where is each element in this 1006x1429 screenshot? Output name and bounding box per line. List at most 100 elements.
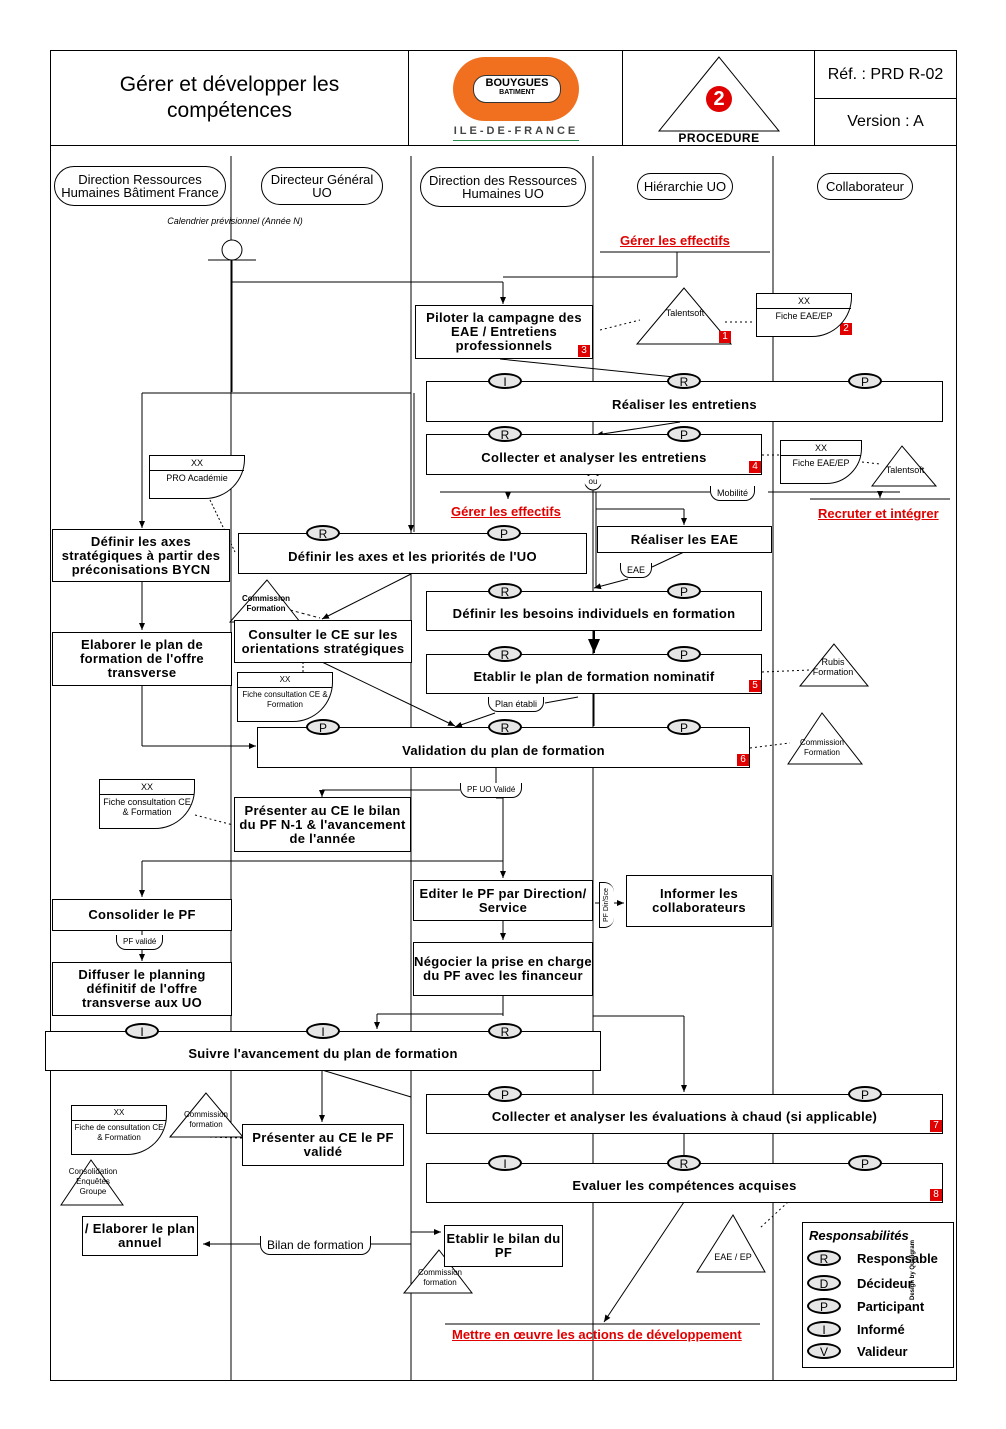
step-piloter-campagne[interactable]: Piloter la campagne des EAE / Entretiens… xyxy=(415,305,593,359)
logo-region: ILE-DE-FRANCE xyxy=(453,125,579,137)
flow-pf-dir-sce: PF Dir/Sce xyxy=(599,882,614,928)
link-gerer-effectifs[interactable]: Gérer les effectifs xyxy=(451,504,561,519)
lane-directeur-general: Directeur Général UO xyxy=(261,167,383,205)
step-definir-besoins[interactable]: Définir les besoins individuels en forma… xyxy=(426,591,762,631)
step-elaborer-annuel[interactable]: / Elaborer le plan annuel xyxy=(82,1216,198,1256)
step-consulter-ce[interactable]: Consulter le CE sur les orientations str… xyxy=(234,620,412,663)
role-pill: P xyxy=(488,1086,522,1102)
start-node xyxy=(221,239,243,261)
step-presenter-bilan[interactable]: Présenter au CE le bilan du PF N-1 & l'a… xyxy=(234,797,411,852)
role-pill: P xyxy=(848,1086,882,1102)
lane-drh-uo: Direction des Ressources Humaines UO xyxy=(420,167,586,207)
step-collecter-entretiens[interactable]: Collecter et analyser les entretiens xyxy=(426,434,762,475)
swimlane-area xyxy=(50,146,957,1381)
role-pill: P xyxy=(487,525,521,541)
step-badge: 4 xyxy=(749,461,761,473)
commission-system-icon xyxy=(787,712,864,765)
procedure-number: 2 xyxy=(713,88,725,110)
role-pill: I xyxy=(488,373,522,389)
role-pill: R xyxy=(667,1155,701,1171)
procedure-title: Gérer et développer les compétences xyxy=(51,51,409,145)
commission-system-icon xyxy=(402,1249,474,1294)
consolidation-system-icon xyxy=(60,1159,124,1206)
role-pill: R xyxy=(667,373,701,389)
start-label: Calendrier prévisionnel (Année N) xyxy=(167,216,303,226)
step-badge: 2 xyxy=(840,323,852,335)
role-pill: P xyxy=(848,1155,882,1171)
eae-ep-system-icon xyxy=(696,1214,766,1273)
legend-title: Responsabilités xyxy=(809,1228,909,1243)
role-pill: I xyxy=(125,1023,159,1039)
lane-drh-france: Direction Ressources Humaines Bâtiment F… xyxy=(54,166,226,206)
step-diffuser[interactable]: Diffuser le planning définitif de l'offr… xyxy=(52,962,232,1016)
role-pill: P xyxy=(667,426,701,442)
step-presenter-pf[interactable]: Présenter au CE le PF validé xyxy=(242,1124,404,1166)
rubis-system-icon xyxy=(798,643,870,687)
step-informer[interactable]: Informer les collaborateurs xyxy=(626,875,772,927)
step-badge: 3 xyxy=(578,345,590,357)
step-etablir-bilan[interactable]: Etablir le bilan du PF xyxy=(444,1225,563,1267)
reference-number: Réf. : PRD R-02 xyxy=(815,51,956,99)
role-pill: R xyxy=(488,646,522,662)
gateway-ou: ou xyxy=(583,476,603,488)
header: Gérer et développer les compétences BOUY… xyxy=(50,50,957,146)
role-pill: R xyxy=(488,1023,522,1039)
system-talentsoft: Talentsoft xyxy=(885,465,925,475)
flow-pf-uo-valide: PF UO Validé xyxy=(460,783,523,798)
step-consolider[interactable]: Consolider le PF xyxy=(52,899,232,931)
link-mettre-en-oeuvre[interactable]: Mettre en œuvre les actions de développe… xyxy=(452,1327,742,1342)
flow-plan-etabli: Plan établi xyxy=(488,697,545,712)
step-elaborer-offre[interactable]: Elaborer le plan de formation de l'offre… xyxy=(52,632,232,686)
lane-collaborateur: Collaborateur xyxy=(817,173,913,200)
role-pill: P xyxy=(306,719,340,735)
link-gerer-effectifs-top[interactable]: Gérer les effectifs xyxy=(620,233,730,248)
role-pill: R xyxy=(488,426,522,442)
system-rubis: Rubis Formation xyxy=(812,657,854,677)
system-eae-ep: EAE / EP xyxy=(714,1252,752,1262)
role-pill: I xyxy=(306,1023,340,1039)
flow-eae: EAE xyxy=(620,563,653,578)
role-pill: P xyxy=(667,583,701,599)
system-commission: Commission formation xyxy=(183,1110,228,1129)
step-definir-axes-uo[interactable]: Définir les axes et les priorités de l'U… xyxy=(238,533,587,574)
role-pill: P xyxy=(667,646,701,662)
system-commission: Commission formation xyxy=(417,1268,462,1287)
step-definir-axes-bycn[interactable]: Définir les axes stratégiques à partir d… xyxy=(52,529,230,582)
flow-bilan-formation: Bilan de formation xyxy=(260,1236,371,1255)
logo-underline xyxy=(453,140,579,141)
system-consolidation: Consolidation Enquêtes Groupe xyxy=(68,1167,118,1196)
system-commission: Commission Formation xyxy=(799,738,844,757)
flow-pf-valide: PF validé xyxy=(116,935,164,950)
step-realiser-eae[interactable]: Réaliser les EAE xyxy=(597,526,772,553)
procedure-label: PROCEDURE xyxy=(678,131,760,145)
version: Version : A xyxy=(847,112,924,130)
talentsoft-system-icon xyxy=(635,287,733,345)
role-pill: R xyxy=(488,719,522,735)
footer-credit: Design by Qualigram xyxy=(910,1239,916,1300)
step-negocier[interactable]: Négocier la prise en charge du PF avec l… xyxy=(413,942,593,996)
role-pill: R xyxy=(488,583,522,599)
system-commission: Commission Formation xyxy=(241,594,290,613)
logo-wordmark: BOUYGUES BATIMENT xyxy=(473,75,561,103)
commission-system-icon xyxy=(168,1092,245,1138)
step-etablir-nominatif[interactable]: Etablir le plan de formation nominatif xyxy=(426,654,762,694)
lane-hierarchie: Hiérarchie UO xyxy=(637,173,733,200)
role-pill: P xyxy=(667,719,701,735)
role-pill: I xyxy=(488,1155,522,1171)
step-editer[interactable]: Editer le PF par Direction/ Service xyxy=(413,880,593,921)
link-recruter-integrer[interactable]: Recruter et intégrer xyxy=(818,506,939,521)
procedure-badge: 2 PROCEDURE xyxy=(623,51,815,145)
step-badge: 8 xyxy=(930,1189,942,1201)
flow-mobilite: Mobilité xyxy=(710,486,756,501)
title-text: Gérer et développer les compétences xyxy=(119,73,340,122)
